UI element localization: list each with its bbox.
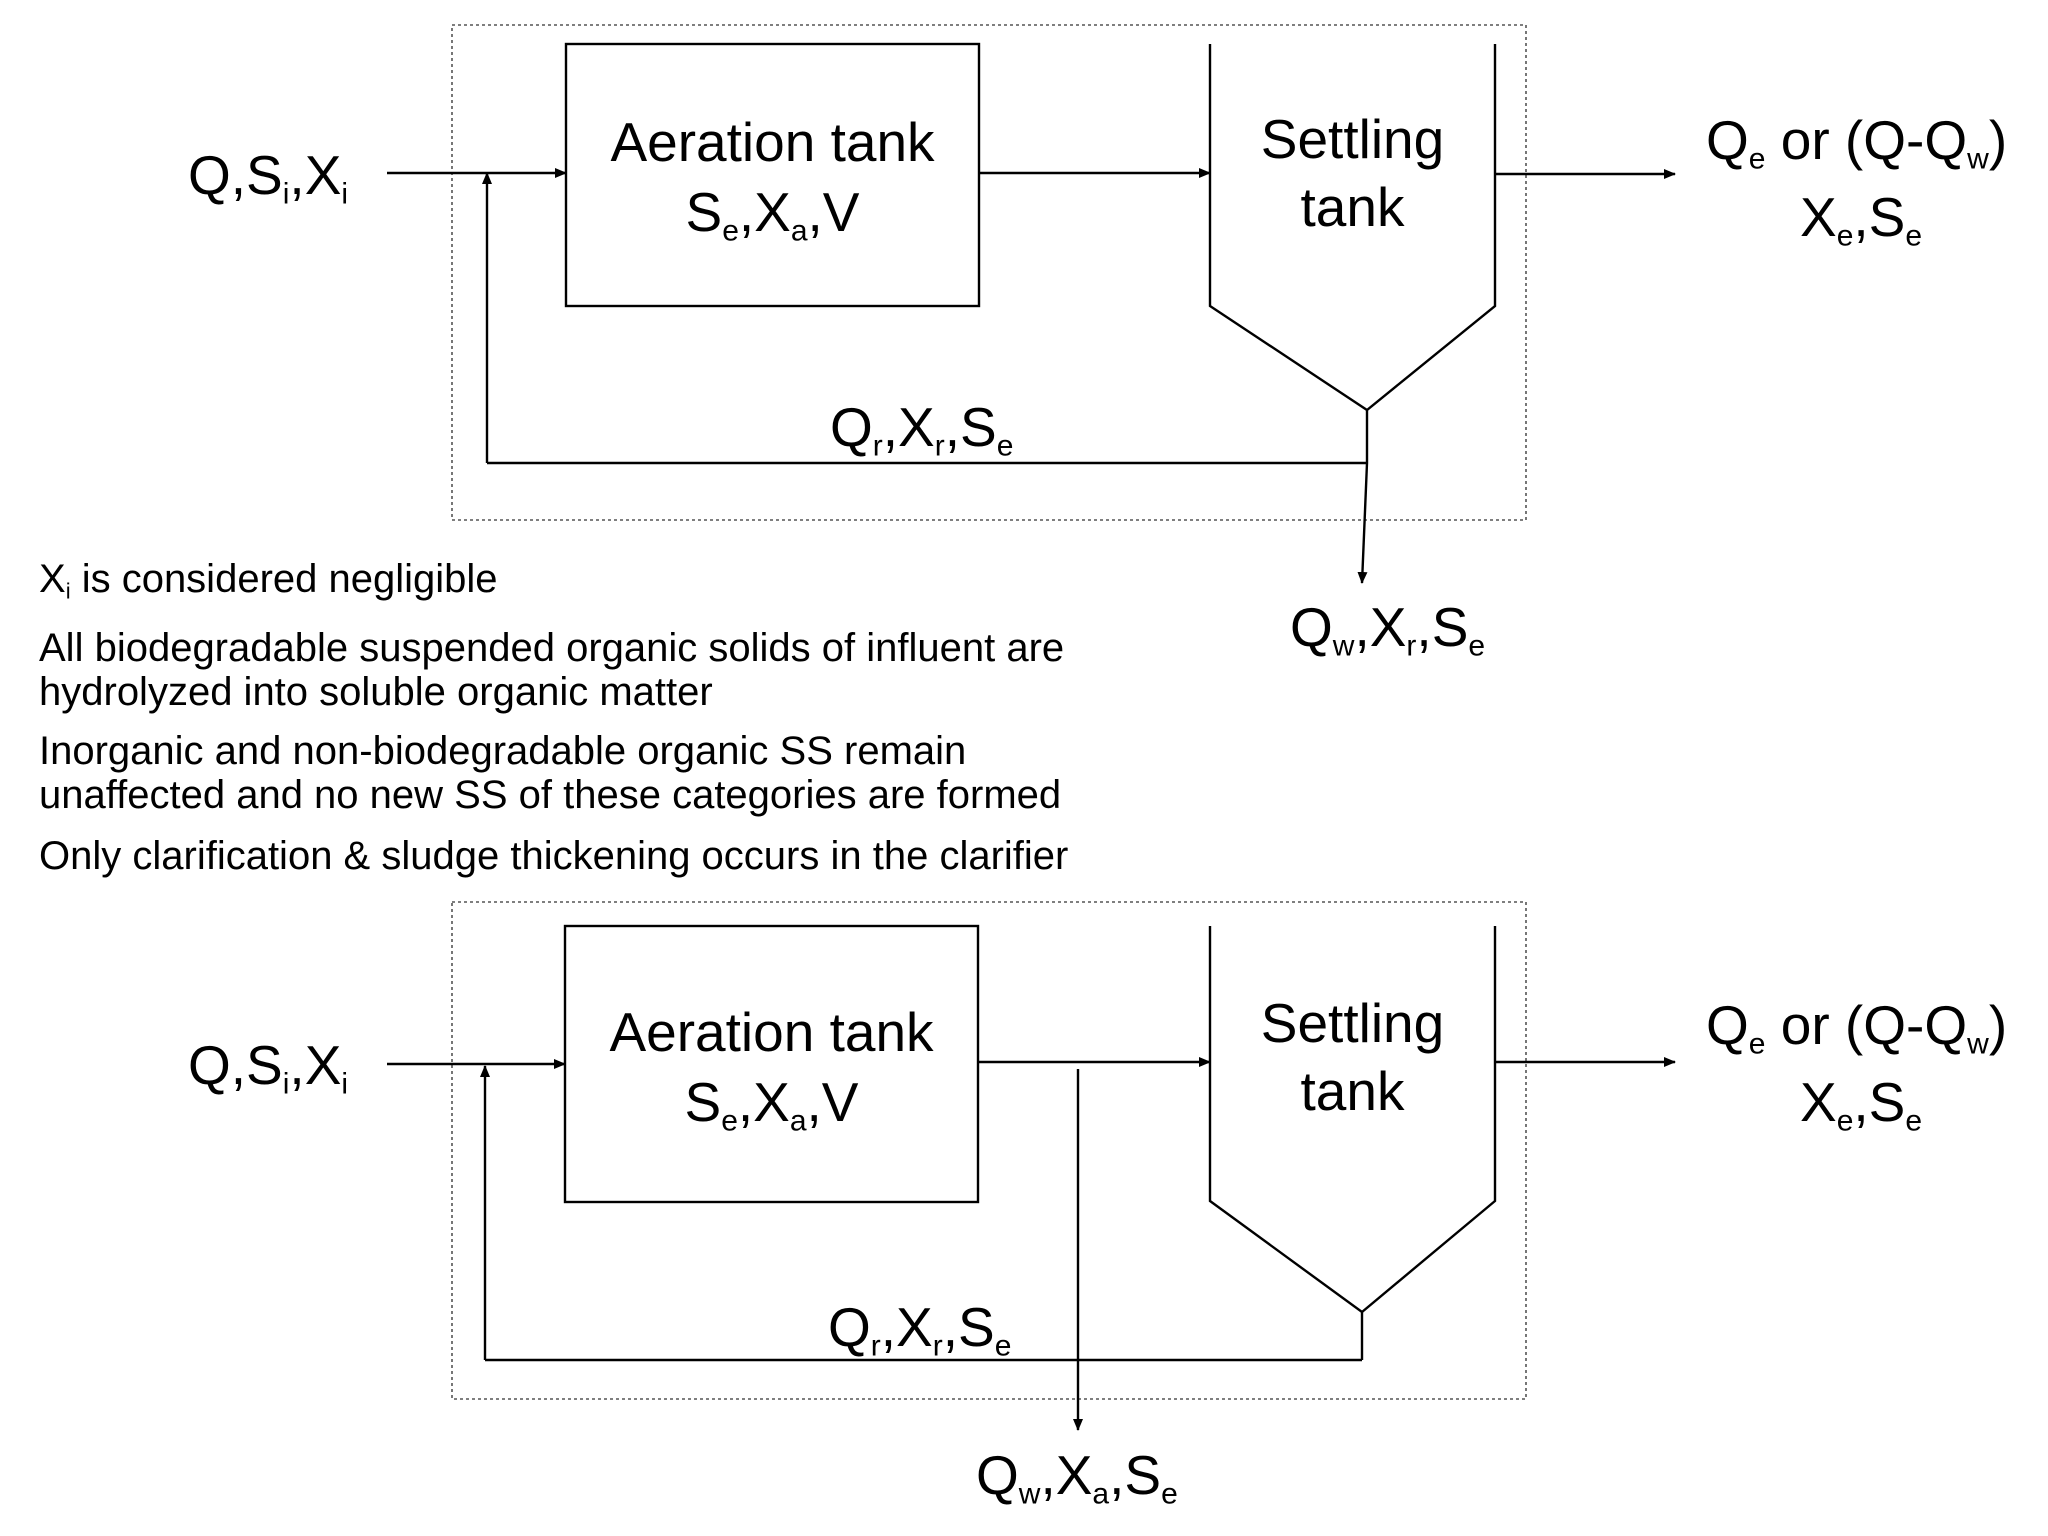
assumption-note-4: Only clarification & sludge thickening o… — [39, 834, 1069, 878]
aeration-tank-vars-1: Se,Xa,V — [685, 181, 860, 248]
effluent-label-1: Qe or (Q-Qw) — [1706, 109, 2008, 176]
system-boundary-2 — [451, 901, 1527, 1400]
influent-label-1: Q,Si,Xi — [188, 144, 349, 211]
diagram-2-lines — [387, 901, 1676, 1431]
recycle-label-1: Qr,Xr,Se — [830, 396, 1014, 463]
effluent-quality-label-2: Xe,Se — [1800, 1071, 1923, 1138]
waste-arrow-1 — [1357, 462, 1369, 584]
aeration-tank-title-2: Aeration tank — [609, 1001, 934, 1063]
assumption-note-1: Xi is considered negligible — [39, 557, 498, 604]
system-boundary-1 — [451, 24, 1527, 521]
aeration-tank-vars-2: Se,Xa,V — [684, 1071, 859, 1138]
influent-label-2: Q,Si,Xi — [188, 1034, 349, 1101]
assumption-note-2: All biodegradable suspended organic soli… — [39, 626, 1065, 714]
aeration-tank-1 — [564, 42, 981, 308]
waste-label-1: Qw,Xr,Se — [1290, 596, 1486, 663]
settling-tank-label-2a: Settling — [1260, 992, 1445, 1054]
aeration-tank-title-1: Aeration tank — [610, 111, 935, 173]
assumption-note-3: Inorganic and non-biodegradable organic … — [39, 729, 1062, 817]
recycle-label-2: Qr,Xr,Se — [828, 1296, 1012, 1363]
effluent-label-2: Qe or (Q-Qw) — [1706, 994, 2008, 1061]
aeration-tank-2 — [563, 924, 980, 1204]
diagram-1-lines — [387, 24, 1676, 584]
waste-label-2: Qw,Xa,Se — [976, 1444, 1178, 1511]
settling-tank-label-1a: Settling — [1260, 108, 1445, 170]
effluent-quality-label-1: Xe,Se — [1800, 186, 1923, 253]
settling-tank-label-2b: tank — [1300, 1060, 1405, 1122]
settling-tank-label-1b: tank — [1300, 176, 1405, 238]
